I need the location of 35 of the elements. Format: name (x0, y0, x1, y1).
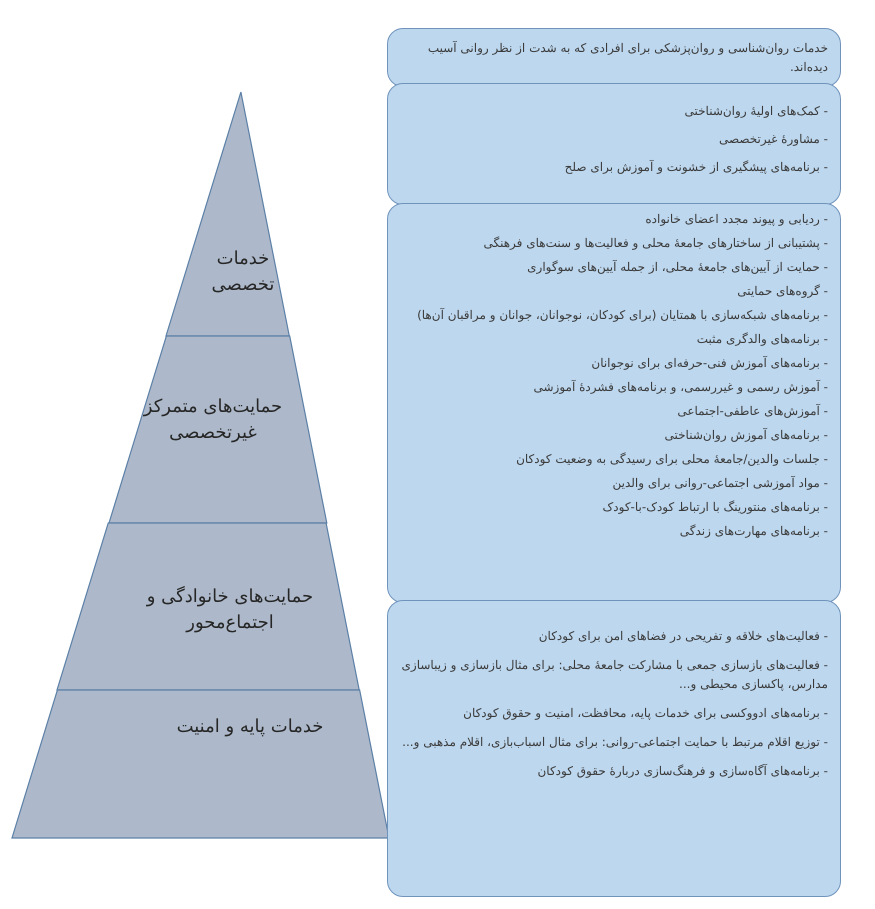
list-item: - برنامه‌های شبکه‌سازی با همتایان (برای کودکان، نوجوانان، جوانان و مراقبان آن‌ها) (416, 306, 828, 324)
text-box (387, 600, 841, 897)
list-item: - گروه‌های حمایتی (736, 283, 828, 300)
tier-label: خدمات تخصصی (210, 247, 276, 297)
list-item: - توزیع اقلام مرتبط با حمایت اجتماعی-روانی: برای مثال اسباب‌بازی، اقلام مذهبی و... (401, 734, 828, 751)
list-item: - برنامه‌های ادووکسی برای خدمات پایه، محافظت، امنیت و حقوق کودکان (462, 705, 828, 722)
list-item: - ردیابی و پیوند مجدد اعضای خانواده (644, 211, 828, 228)
list-item: - فعالیت‌های خلاقه و تفریحی در فضاهای امن برای کودکان (538, 628, 828, 645)
list-item: - برنامه‌های آموزش فنی-حرفه‌ای برای نوجوانان (590, 354, 828, 372)
tier-label: خدمات پایه و امنیت (176, 715, 324, 739)
list-item: - برنامه‌های منتورینگ با ارتباط کودک-با-کودک (602, 499, 828, 516)
list-item: - برنامه‌های آموزش روان‌شناختی (664, 426, 828, 444)
description-text: خدمات روان‌شناسی و روان‌پزشکی برای افرادی که به شدت از نظر روانی آسیب دیده‌اند. (426, 40, 828, 76)
tier-label: حمایت‌های خانوادگی و اجتماع‌محور (145, 585, 314, 635)
list-item: - پشتیبانی از ساختارهای جامعهٔ محلی و فعالیت‌ها و سنت‌های فرهنگی (482, 235, 828, 252)
text-box (387, 83, 841, 205)
pyramid-tier (108, 336, 326, 523)
list-item: - برنامه‌های پیشگیری از خشونت و آموزش برای صلح (564, 158, 828, 176)
list-item: - آموزش‌های عاطفی-اجتماعی (676, 402, 828, 420)
list-item: - مواد آموزشی اجتماعی-روانی برای والدین (612, 475, 828, 492)
text-box (387, 203, 841, 603)
list-item: - کمک‌های اولیهٔ روان‌شناختی (684, 103, 828, 120)
list-item: - برنامه‌های آگاه‌سازی و فرهنگ‌سازی دربارهٔ حقوق کودکان (536, 762, 828, 780)
list-item: - برنامه‌های مهارت‌های زندگی (678, 523, 828, 540)
list-item: - آموزش رسمی و غیررسمی، و برنامه‌های فشردهٔ آموزشی (532, 378, 828, 396)
tier-label: حمایت‌های متمرکز غیرتخصصی (142, 395, 284, 445)
list-item: - جلسات والدین/جامعهٔ محلی برای رسیدگی به وضعیت کودکان (515, 451, 828, 468)
list-item: - برنامه‌های والدگری مثبت (696, 331, 828, 348)
list-item: - فعالیت‌های بازسازی جمعی با مشارکت جامعهٔ محلی: برای مثال بازسازی و زیباسازی مدارس، پاکسازی محیطی و... (400, 657, 828, 693)
text-box (387, 28, 841, 87)
pyramid-tier (166, 92, 290, 336)
pyramid-tier (57, 523, 360, 690)
list-item: - مشاورهٔ غیرتخصصی (718, 131, 828, 148)
pyramid-tier (12, 690, 389, 838)
list-item: - حمایت از آیین‌های جامعهٔ محلی، از جمله آیین‌های سوگواری (526, 258, 828, 276)
